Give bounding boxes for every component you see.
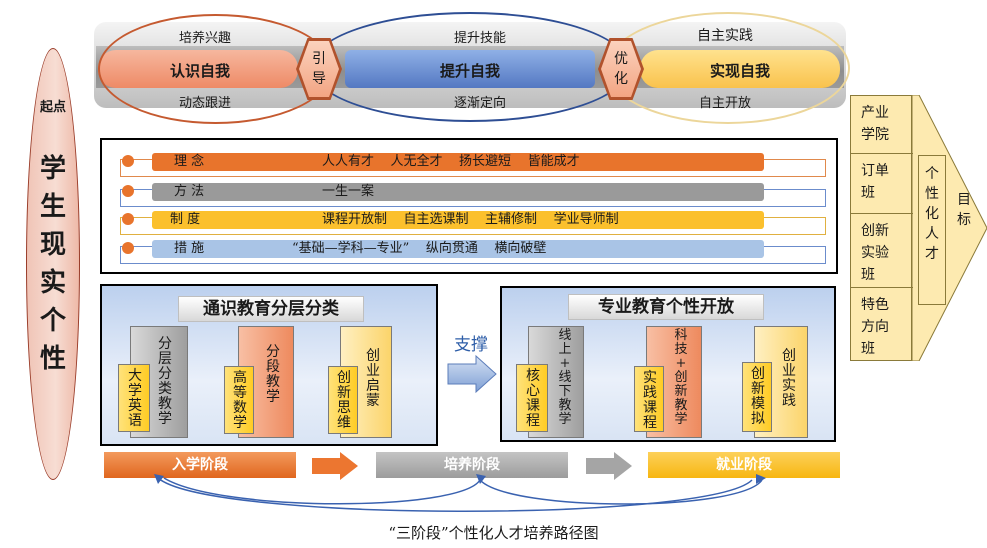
block-back-text: 科技+创新教学 — [674, 328, 688, 427]
support-label: 支撑 — [454, 335, 488, 355]
support-arrow-icon — [447, 354, 497, 394]
block-front-text: 实践课程 — [643, 370, 657, 431]
hex-char: 导 — [312, 71, 326, 87]
program-cell: 产业 学院 — [851, 96, 913, 154]
row-label: 制 度 — [170, 212, 201, 227]
orange-top-text: 培养兴趣 — [178, 31, 231, 46]
block-front-text: 创新模拟 — [751, 366, 765, 427]
row-content: 一生一案 — [322, 184, 375, 199]
start-title-char: 现 — [39, 230, 66, 260]
start-oval — [26, 48, 80, 480]
block-front-text: 大学英语 — [128, 368, 142, 429]
stage-arrow-icon — [586, 452, 632, 480]
professional-education-panel: 专业教育个性开放 线上+线下教学 核心课程 科技+创新教学 实践课程 创业实践 … — [500, 286, 836, 442]
block-front-text: 高等数学 — [233, 370, 247, 431]
hex-char: 化 — [614, 71, 628, 87]
orange-main-text: 认识自我 — [169, 62, 230, 80]
caption: “三阶段”个性化人才培养路径图 — [388, 524, 599, 542]
block-back-text: 创业启蒙 — [366, 348, 380, 409]
principle-row: 制 度 课程开放制 自主选课制 主辅修制 学业导师制 — [102, 208, 836, 235]
blue-top-text: 提升技能 — [453, 31, 506, 46]
orange-bottom-text: 动态跟进 — [178, 96, 231, 111]
connection-curves — [154, 474, 766, 512]
start-title-char: 个 — [39, 306, 66, 336]
row-label: 方 法 — [174, 184, 205, 199]
program-cell: 订单 班 — [851, 154, 913, 214]
blue-main-text: 提升自我 — [439, 62, 500, 80]
course-tag: 核心课程 — [516, 364, 548, 432]
panel-title: 通识教育分层分类 — [178, 296, 364, 322]
panel-title: 专业教育个性开放 — [568, 294, 764, 320]
start-title: 学 生 现 实 个 性 — [26, 150, 80, 378]
hex-char: 引 — [312, 51, 326, 67]
principles-box: 理 念 人人有才 人无全才 扬长避短 皆能成才 方 法 一生一案 制 度 课程开… — [100, 138, 838, 274]
row-content: 人人有才 人无全才 扬长避短 皆能成才 — [322, 154, 580, 169]
principle-row: 措 施 “基础—学科—专业” 纵向贯通 横向破壁 — [102, 237, 836, 264]
program-cell: 创新 实验 班 — [851, 214, 913, 288]
principle-row: 理 念 人人有才 人无全才 扬长避短 皆能成才 — [102, 150, 836, 177]
bullet-icon — [122, 242, 134, 254]
row-content: “基础—学科—专业” 纵向贯通 横向破壁 — [292, 241, 547, 256]
blue-bottom-text: 逐渐定向 — [453, 96, 506, 111]
gold-bottom-text: 自主开放 — [698, 96, 751, 111]
block-back-text: 分层分类教学 — [158, 336, 172, 427]
stage-employment: 就业阶段 — [648, 452, 840, 478]
program-column: 产业 学院 订单 班 创新 实验 班 特色 方向 班 — [850, 95, 913, 361]
start-title-char: 性 — [39, 344, 66, 374]
bullet-icon — [122, 213, 134, 225]
start-title-char: 生 — [39, 192, 66, 222]
start-label: 起点 — [39, 100, 66, 115]
course-tag: 高等数学 — [224, 366, 254, 434]
course-tag: 大学英语 — [118, 364, 150, 432]
course-tag: 创新思维 — [328, 366, 358, 434]
row-label: 理 念 — [174, 154, 205, 169]
block-front-text: 核心课程 — [526, 368, 540, 429]
block-back-text: 线上+线下教学 — [558, 328, 572, 427]
principle-row: 方 法 一生一案 — [102, 180, 836, 207]
block-back-text: 分段教学 — [266, 344, 280, 405]
course-tag: 实践课程 — [634, 366, 664, 432]
row-label: 措 施 — [174, 241, 205, 256]
bullet-icon — [122, 155, 134, 167]
stage-enrollment: 入学阶段 — [104, 452, 296, 478]
general-education-panel: 通识教育分层分类 分层分类教学 大学英语 分段教学 高等数学 创业启蒙 创新思维 — [100, 284, 438, 446]
optimize-hexagon: 优 化 — [598, 38, 644, 100]
goal-label: 目 标 — [957, 192, 971, 228]
target-arrow-outline — [912, 95, 987, 361]
gold-top-text: 自主实践 — [697, 28, 753, 44]
hex-char: 优 — [614, 51, 628, 67]
start-title-char: 实 — [39, 268, 66, 298]
block-back-text: 创业实践 — [782, 348, 796, 409]
program-cell: 特色 方向 班 — [861, 297, 889, 357]
gold-main-text: 实现自我 — [709, 62, 770, 80]
start-title-char: 学 — [39, 154, 66, 184]
stage-cultivation: 培养阶段 — [376, 452, 568, 478]
bullet-icon — [122, 185, 134, 197]
stage-arrow-icon — [312, 452, 358, 480]
block-front-text: 创新思维 — [337, 370, 351, 431]
talent-box: 个 性 化 人 才 — [918, 155, 946, 305]
row-content: 课程开放制 自主选课制 主辅修制 学业导师制 — [322, 212, 619, 227]
course-tag: 创新模拟 — [742, 362, 772, 432]
